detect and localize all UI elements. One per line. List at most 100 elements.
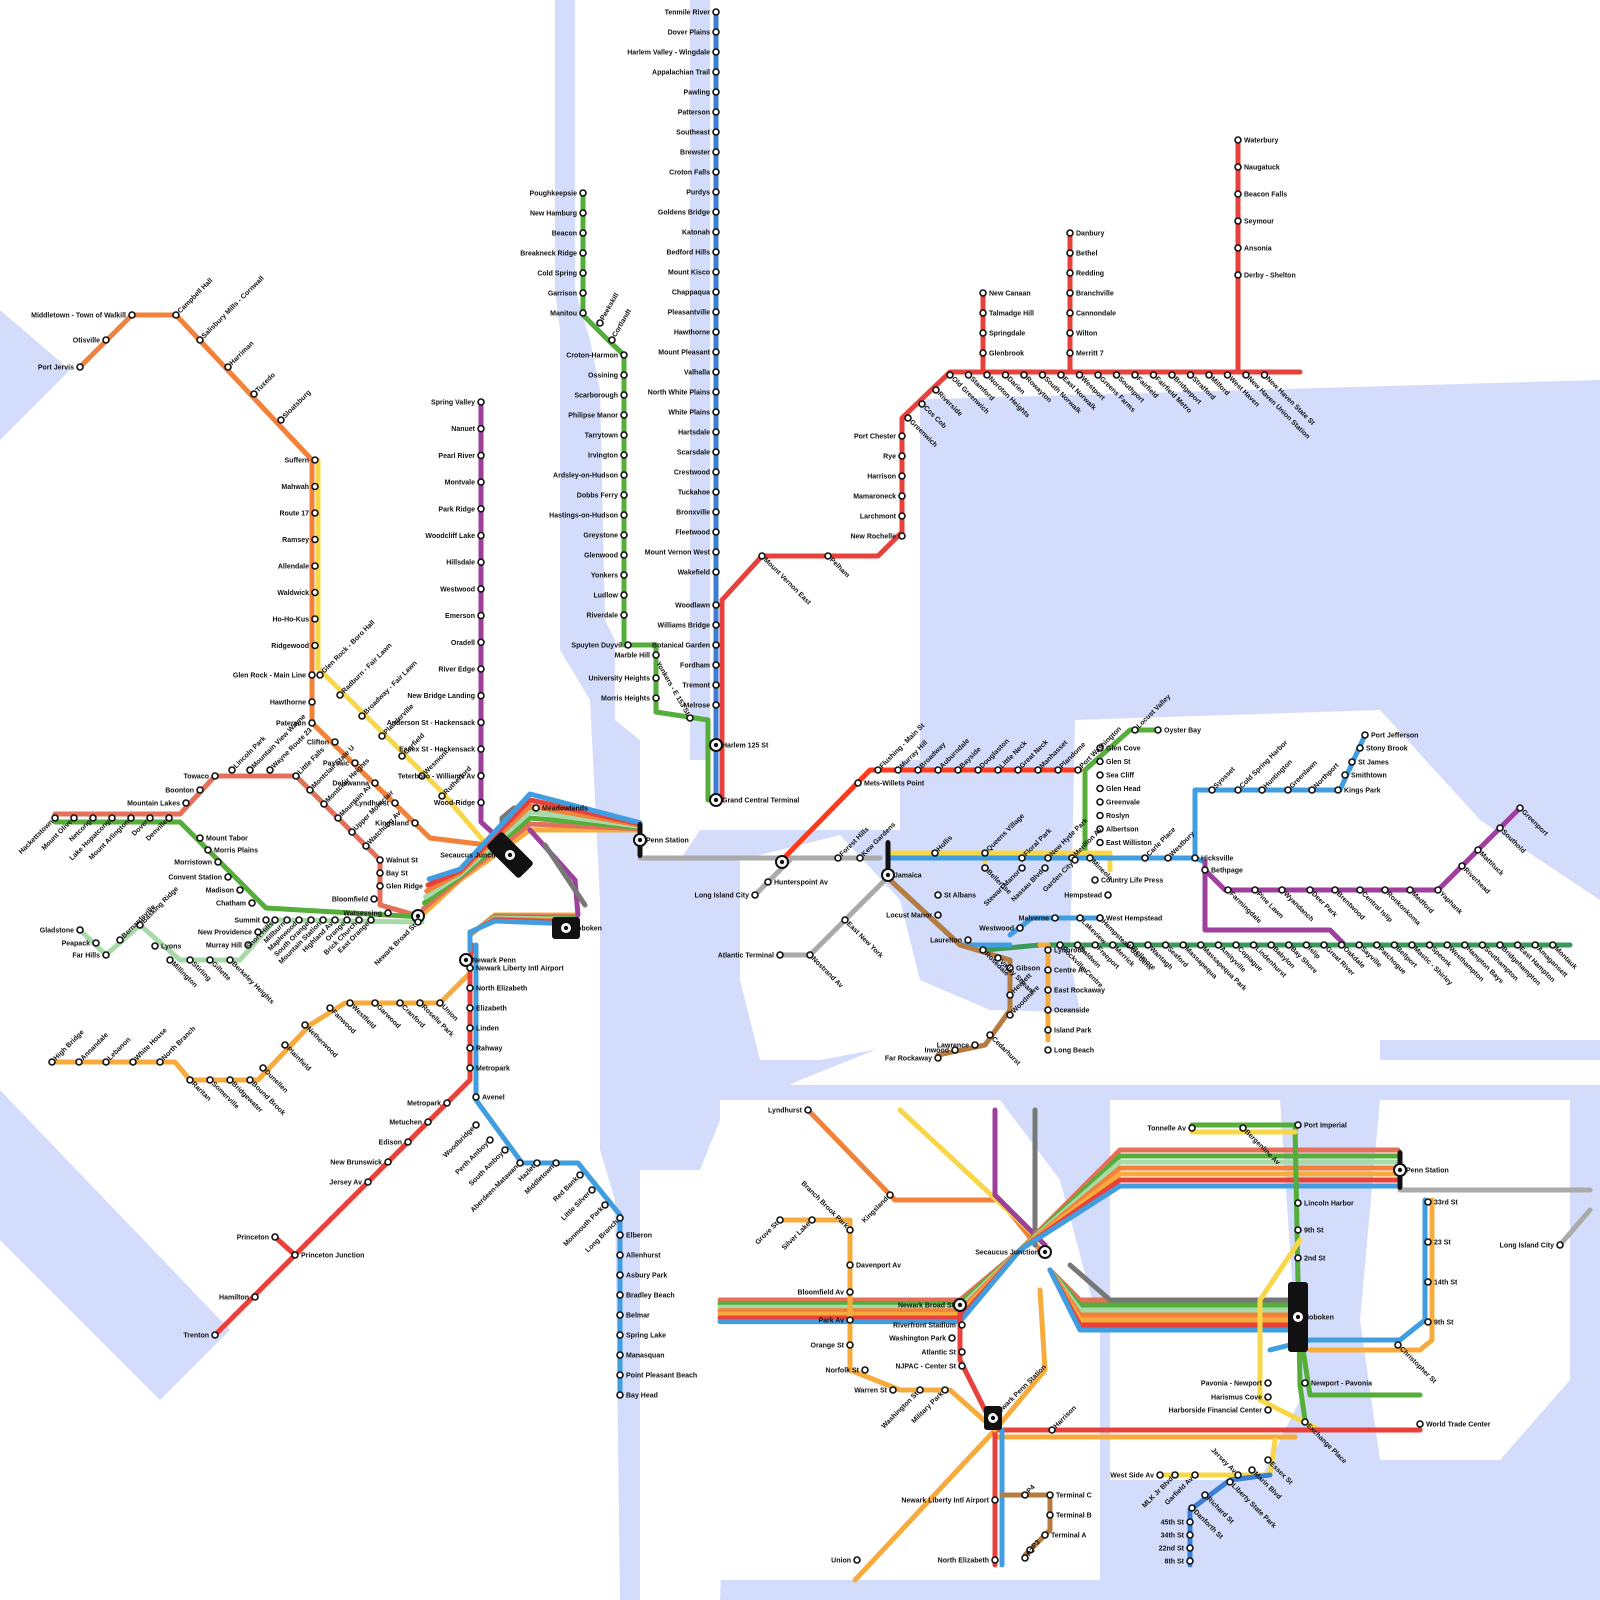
station-lebanon[interactable] xyxy=(102,1058,110,1066)
station-tarrytown[interactable] xyxy=(620,431,628,439)
station-allendale[interactable] xyxy=(311,562,319,570)
station-aberdeen-matawan[interactable] xyxy=(516,1159,524,1167)
station-greens-farms[interactable] xyxy=(1094,371,1102,379)
station-hastings-on-hudson[interactable] xyxy=(620,511,628,519)
station-merritt-7[interactable] xyxy=(1066,349,1074,357)
station-roslyn[interactable] xyxy=(1096,811,1104,820)
station-bedford-hills[interactable] xyxy=(712,248,720,256)
station-albertson[interactable] xyxy=(1096,825,1104,833)
station-peekskill[interactable] xyxy=(596,319,604,327)
station-chatham[interactable] xyxy=(248,899,256,907)
station-rosedale[interactable] xyxy=(979,946,987,954)
station-centre-av[interactable] xyxy=(1044,966,1052,974)
station-berkeley-heights[interactable] xyxy=(226,956,234,964)
station-glen-head[interactable] xyxy=(1096,784,1104,793)
station-central-islip[interactable] xyxy=(1356,886,1364,894)
station-branch-brook-park[interactable] xyxy=(846,1226,854,1234)
station-northport[interactable] xyxy=(1308,786,1316,794)
station-westhampton[interactable] xyxy=(1443,941,1451,949)
station-lawrence[interactable] xyxy=(971,1041,979,1049)
station-glenwood[interactable] xyxy=(620,551,628,559)
station-newark-liberty-intl-airport[interactable] xyxy=(466,964,474,972)
station-merrick[interactable] xyxy=(1109,941,1117,949)
station-wesmont[interactable] xyxy=(418,772,426,780)
station-p3[interactable] xyxy=(1026,1546,1034,1554)
station-white-plains[interactable] xyxy=(712,408,720,416)
station-montclair-heights[interactable] xyxy=(320,800,328,808)
station-stratford[interactable] xyxy=(1186,371,1195,379)
station-westwood[interactable] xyxy=(477,585,485,593)
station-riverfront-stadium[interactable] xyxy=(958,1321,966,1329)
station-campbell-hall[interactable] xyxy=(172,311,180,319)
station-spuyten-duyvil[interactable] xyxy=(624,641,632,649)
station-glen-cove[interactable] xyxy=(1096,744,1104,752)
station-far-hills[interactable] xyxy=(102,951,110,959)
station-talmadge-hill[interactable] xyxy=(979,309,987,317)
station-njpac-center-st[interactable] xyxy=(958,1362,966,1370)
station-wilton[interactable] xyxy=(1066,329,1074,337)
station-westfield[interactable] xyxy=(346,999,354,1007)
station-lakeview[interactable] xyxy=(1076,914,1084,922)
station-ludlow[interactable] xyxy=(620,591,628,599)
station-8th-st[interactable] xyxy=(1186,1557,1194,1565)
station-newark-liberty-intl-airport[interactable] xyxy=(991,1496,999,1504)
station-silver-lake[interactable] xyxy=(808,1216,816,1224)
station-pawling[interactable] xyxy=(712,88,720,96)
station-cranford[interactable] xyxy=(396,999,404,1007)
station-westwood[interactable] xyxy=(1016,924,1024,932)
station-montvale[interactable] xyxy=(477,478,485,486)
station-east-hampton[interactable] xyxy=(1513,941,1522,949)
station-monmouth-park[interactable] xyxy=(601,1201,609,1209)
station-dobbs-ferry[interactable] xyxy=(620,491,628,499)
station-harriman[interactable] xyxy=(224,363,232,371)
station-lindenhurst[interactable] xyxy=(1249,941,1258,949)
station-bethpage[interactable] xyxy=(1201,866,1209,874)
station-naugatuck[interactable] xyxy=(1234,163,1242,171)
station-bound-brook[interactable] xyxy=(246,1076,254,1084)
station-plainfield[interactable] xyxy=(281,1041,289,1049)
station-brentwood[interactable] xyxy=(1331,886,1339,894)
station-upper-montclair[interactable] xyxy=(348,828,356,836)
station-tonnelle-av[interactable] xyxy=(1188,1124,1196,1132)
station-glen-rock-boro-hall[interactable] xyxy=(316,671,324,679)
station-glen-st[interactable] xyxy=(1096,757,1104,766)
station-university-heights[interactable] xyxy=(652,674,660,682)
station-mlk-jr-blvd[interactable] xyxy=(1171,1471,1179,1479)
station-morris-heights[interactable] xyxy=(652,694,660,702)
station-metuchen[interactable] xyxy=(424,1118,432,1126)
station-yaphank[interactable] xyxy=(1434,886,1442,894)
station-melrose[interactable] xyxy=(712,701,720,709)
station-new-haven-union-station[interactable] xyxy=(1242,371,1250,379)
station-park-ridge[interactable] xyxy=(477,504,485,513)
station-great-neck[interactable] xyxy=(1014,766,1022,774)
station-bellport[interactable] xyxy=(1390,941,1399,949)
station-harrison[interactable] xyxy=(1048,1426,1056,1434)
station-long-island-city[interactable] xyxy=(751,891,759,899)
station-14th-st[interactable] xyxy=(1424,1278,1432,1286)
station-greenport[interactable] xyxy=(1516,804,1524,812)
station-harismus-cove[interactable] xyxy=(1264,1393,1272,1401)
station-new-canaan[interactable] xyxy=(979,289,987,297)
station-babylon[interactable] xyxy=(1267,941,1275,949)
station-pleasantville[interactable] xyxy=(712,308,720,316)
station-bridgewater[interactable] xyxy=(226,1076,234,1084)
station-ho-ho-kus[interactable] xyxy=(311,615,319,623)
station-north-elizabeth[interactable] xyxy=(991,1556,999,1564)
station-hackettstown[interactable] xyxy=(51,814,59,822)
station-lyndhurst[interactable] xyxy=(804,1106,812,1114)
station-kingsland[interactable] xyxy=(886,1191,894,1199)
station-christopher-st[interactable] xyxy=(1394,1341,1402,1349)
station-patterson[interactable] xyxy=(712,108,720,116)
station-pine-lawn[interactable] xyxy=(1251,886,1259,894)
station-montauk[interactable] xyxy=(1549,941,1557,949)
station-bronxville[interactable] xyxy=(712,508,720,516)
station-harlem-valley-wingdale[interactable] xyxy=(712,48,720,56)
station-woodbridge[interactable] xyxy=(472,1121,480,1129)
station-baldwin[interactable] xyxy=(1073,941,1082,949)
station-st-james[interactable] xyxy=(1348,758,1356,766)
station-botanical-garden[interactable] xyxy=(712,641,720,649)
station-croton-falls[interactable] xyxy=(712,168,720,176)
station-short-hills[interactable] xyxy=(271,916,279,924)
station-queens-village[interactable] xyxy=(981,849,989,857)
station-mount-tabor[interactable] xyxy=(196,834,204,842)
